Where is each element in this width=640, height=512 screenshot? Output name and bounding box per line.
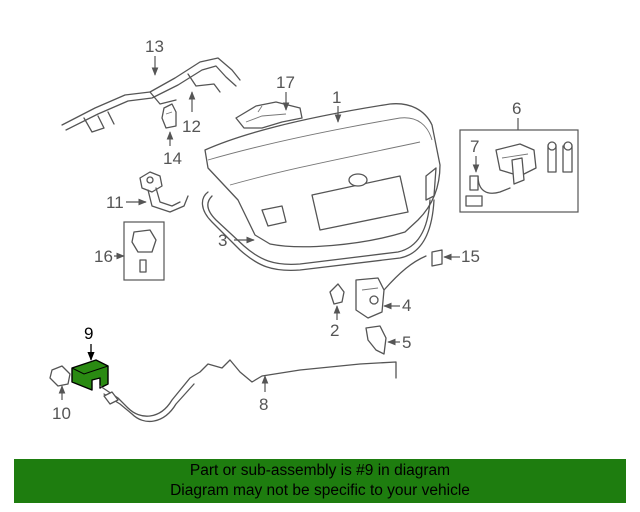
callout-11[interactable]: 11 <box>106 193 124 212</box>
callout-2[interactable]: 2 <box>330 321 339 340</box>
callout-10[interactable]: 10 <box>52 404 71 423</box>
banner-line-part-info: Part or sub-assembly is #9 in diagram <box>189 462 451 479</box>
info-banner: Part or sub-assembly is #9 in diagram Di… <box>14 459 626 503</box>
part-5-cover[interactable] <box>365 325 387 355</box>
part-14-clip[interactable] <box>161 103 177 129</box>
callout-6[interactable]: 6 <box>512 99 521 118</box>
part-10-clip[interactable] <box>49 365 71 387</box>
parts-diagram: 13 12 14 17 1 6 <box>49 37 579 423</box>
callout-3[interactable]: 3 <box>218 231 227 250</box>
callout-1[interactable]: 1 <box>332 88 341 107</box>
callout-14[interactable]: 14 <box>163 149 182 168</box>
callout-15[interactable]: 15 <box>461 247 480 266</box>
part-3-weatherstrip[interactable] <box>201 191 435 272</box>
callout-17[interactable]: 17 <box>276 73 295 92</box>
part-2-bolt[interactable] <box>329 283 345 305</box>
banner-line-disclaimer: Diagram may not be specific to your vehi… <box>170 482 470 499</box>
part-8-release-cable[interactable] <box>99 359 397 423</box>
part-11-bracket[interactable] <box>139 171 189 213</box>
part-9-highlighted[interactable] <box>71 359 109 391</box>
callout-8[interactable]: 8 <box>259 395 268 414</box>
callout-9[interactable]: 9 <box>84 324 93 343</box>
callout-16[interactable]: 16 <box>94 247 113 266</box>
callout-4[interactable]: 4 <box>402 296 411 315</box>
part-6-lock-cylinder-set[interactable] <box>459 129 579 213</box>
callout-12[interactable]: 12 <box>182 117 201 136</box>
callout-5[interactable]: 5 <box>402 333 411 352</box>
callout-7[interactable]: 7 <box>470 137 479 156</box>
part-16-bumper[interactable] <box>123 221 165 281</box>
part-15-clip[interactable] <box>431 249 443 267</box>
part-13-hinge-rod[interactable] <box>61 57 241 133</box>
part-1-trunk-lid[interactable] <box>204 103 441 248</box>
part-4-latch[interactable] <box>355 255 427 319</box>
callout-13[interactable]: 13 <box>145 37 164 56</box>
